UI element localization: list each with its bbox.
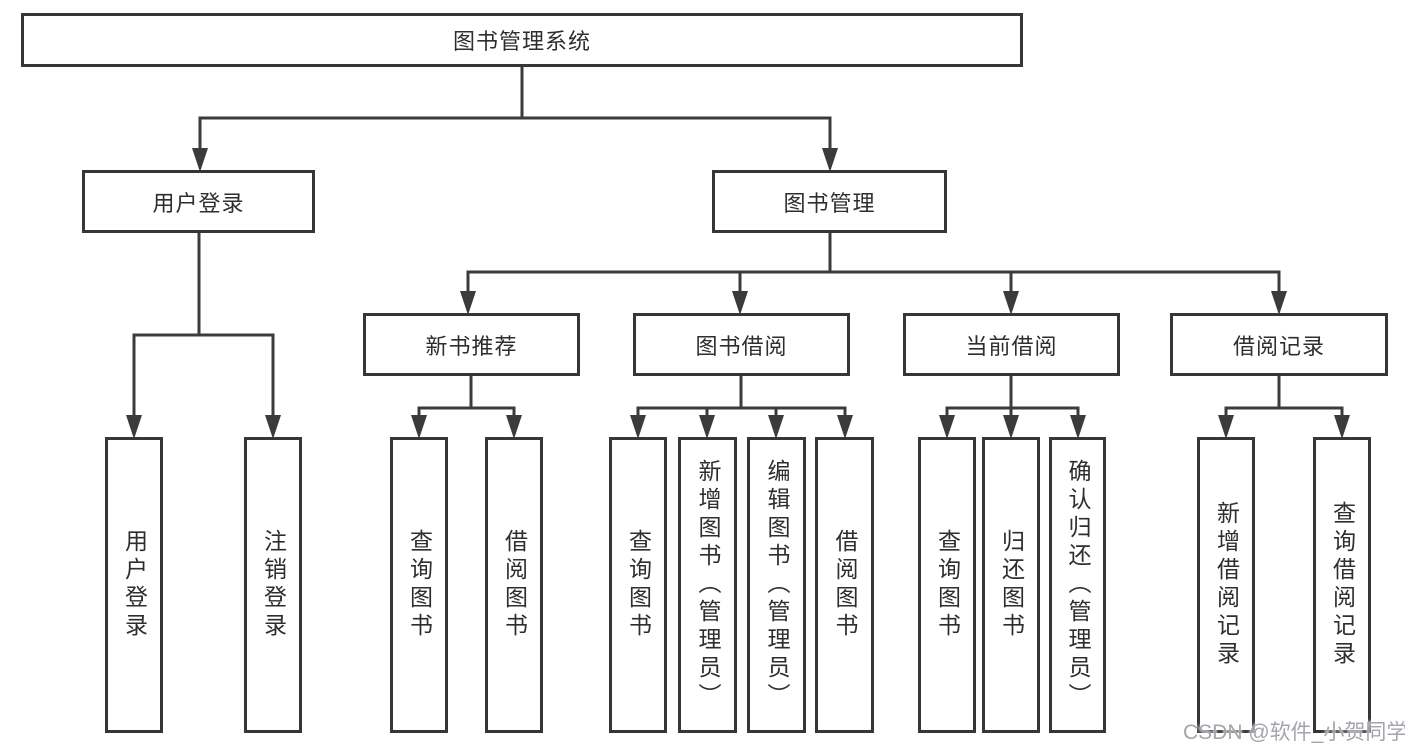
csdn-watermark: CSDN @软件_小贺同学 — [1183, 721, 1405, 744]
leaf-borrow-books-recommend-label: 借阅图书 — [501, 529, 528, 641]
leaf-edit-book-admin: 编辑图书（管理员） — [747, 437, 806, 733]
leaf-query-books-current-label: 查询图书 — [934, 529, 961, 641]
leaf-query-books-recommend-label: 查询图书 — [406, 529, 433, 641]
leaf-query-books-borrowing-label: 查询图书 — [625, 529, 652, 641]
leaf-user-login-label: 用户登录 — [121, 529, 148, 641]
node-borrowing-records: 借阅记录 — [1170, 313, 1388, 376]
node-user-login-label: 用户登录 — [152, 190, 245, 216]
leaf-confirm-return-admin: 确认归还（管理员） — [1049, 437, 1106, 733]
leaf-query-books-recommend: 查询图书 — [390, 437, 448, 733]
leaf-return-book: 归还图书 — [982, 437, 1040, 733]
leaf-query-borrow-record: 查询借阅记录 — [1313, 437, 1371, 733]
node-current-borrowing: 当前借阅 — [903, 313, 1120, 376]
leaf-query-books-current: 查询图书 — [918, 437, 976, 733]
leaf-query-books-borrowing: 查询图书 — [609, 437, 667, 733]
leaf-add-borrow-record-label: 新增借阅记录 — [1213, 501, 1240, 669]
leaf-add-book-admin: 新增图书（管理员） — [678, 437, 737, 733]
leaf-borrow-books-recommend: 借阅图书 — [485, 437, 543, 733]
leaf-user-login: 用户登录 — [105, 437, 163, 733]
node-new-book-recommendation: 新书推荐 — [363, 313, 580, 376]
node-new-book-recommendation-label: 新书推荐 — [425, 333, 518, 359]
node-book-management-label: 图书管理 — [783, 190, 876, 216]
leaf-add-borrow-record: 新增借阅记录 — [1197, 437, 1255, 733]
node-book-borrowing-label: 图书借阅 — [695, 333, 788, 359]
leaf-logout-label: 注销登录 — [260, 529, 287, 641]
node-current-borrowing-label: 当前借阅 — [965, 333, 1058, 359]
node-book-management: 图书管理 — [712, 170, 947, 233]
leaf-confirm-return-admin-label: 确认归还（管理员） — [1065, 459, 1091, 711]
leaf-borrow-books-borrowing: 借阅图书 — [815, 437, 874, 733]
leaf-add-book-admin-label: 新增图书（管理员） — [695, 459, 721, 711]
leaf-borrow-books-borrowing-label: 借阅图书 — [832, 529, 858, 641]
node-user-login: 用户登录 — [82, 170, 315, 233]
node-library-system-label: 图书管理系统 — [452, 29, 591, 54]
node-book-borrowing: 图书借阅 — [633, 313, 850, 376]
node-borrowing-records-label: 借阅记录 — [1232, 333, 1325, 359]
leaf-logout: 注销登录 — [244, 437, 302, 733]
leaf-query-borrow-record-label: 查询借阅记录 — [1329, 501, 1356, 669]
arrowheads — [126, 148, 1350, 439]
leaf-return-book-label: 归还图书 — [998, 529, 1025, 641]
node-library-system: 图书管理系统 — [21, 13, 1023, 67]
leaf-edit-book-admin-label: 编辑图书（管理员） — [764, 459, 790, 711]
